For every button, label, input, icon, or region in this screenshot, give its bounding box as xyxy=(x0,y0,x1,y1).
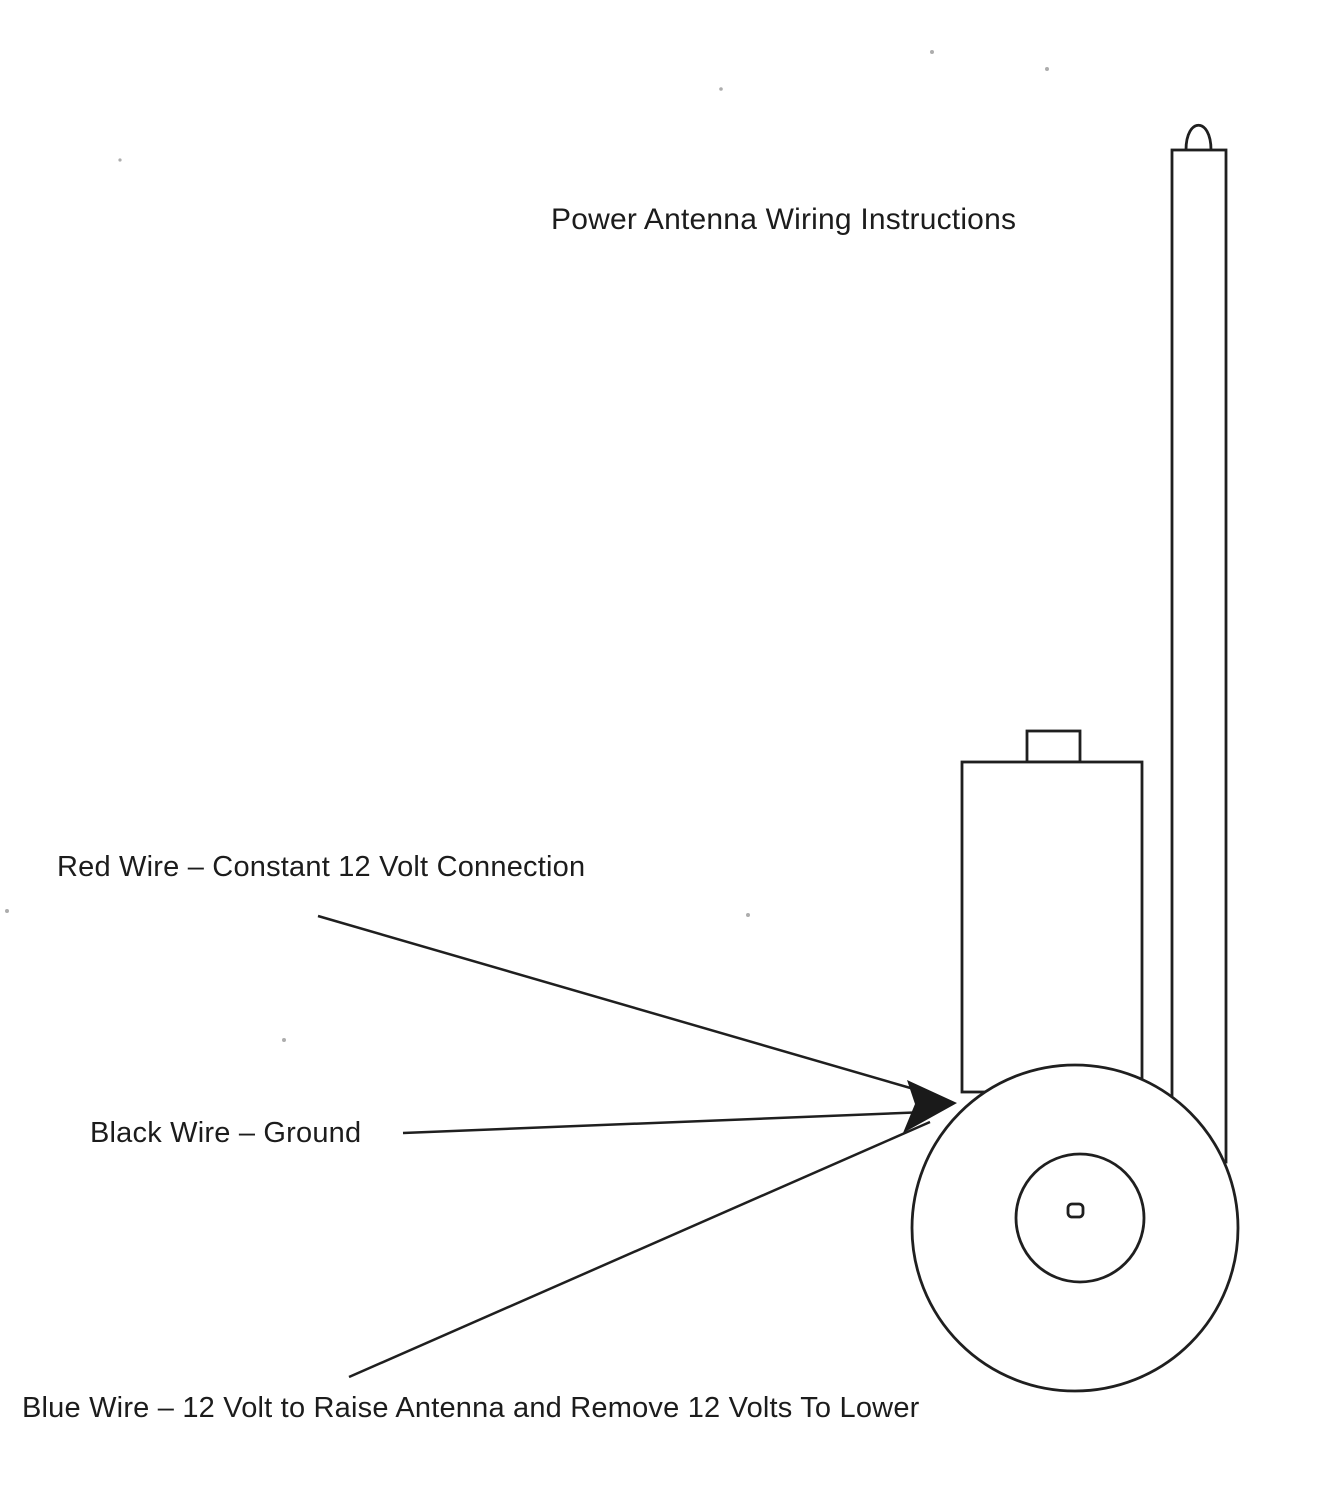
blue-wire-leader-line xyxy=(348,1120,931,1379)
label-blue-wire: Blue Wire – 12 Volt to Raise Antenna and… xyxy=(22,1392,920,1424)
label-red-wire: Red Wire – Constant 12 Volt Connection xyxy=(57,851,586,883)
red-wire-leader-line xyxy=(317,914,939,1098)
motor-housing xyxy=(960,760,1144,1094)
housing-top-tab xyxy=(1025,729,1082,764)
wire-connection-arrowhead xyxy=(903,1080,957,1133)
cable-drum-outer-circle xyxy=(910,1063,1240,1393)
scan-noise-specks xyxy=(5,50,1049,1042)
cable-drum-inner-circle xyxy=(1014,1152,1146,1284)
diagram-title: Power Antenna Wiring Instructions xyxy=(551,203,1017,236)
antenna-tip-loop xyxy=(1184,123,1213,151)
drum-center-hub xyxy=(1066,1202,1085,1219)
label-black-wire: Black Wire – Ground xyxy=(90,1117,362,1149)
antenna-mast xyxy=(1170,148,1228,1164)
black-wire-leader-line xyxy=(402,1110,928,1135)
